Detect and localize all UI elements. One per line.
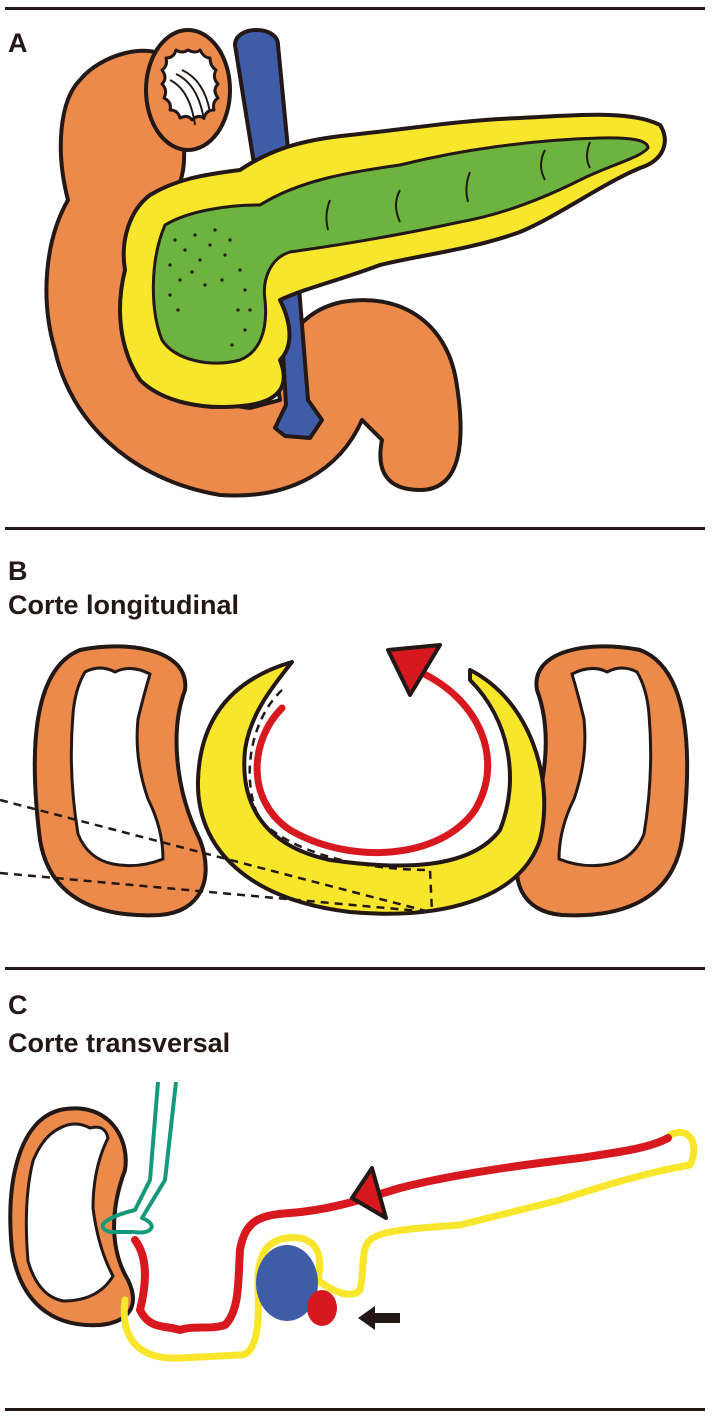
black-arrow	[358, 1306, 400, 1330]
red-arrow-arc	[253, 668, 492, 856]
duodenum-left-lumen	[69, 666, 165, 868]
divider-a-b	[5, 527, 705, 530]
pancreas-outline-transverse	[120, 1128, 698, 1362]
pancreas-longitudinal	[195, 660, 547, 916]
artery-red-path	[131, 1134, 672, 1334]
red-arrowhead-transverse	[350, 1166, 388, 1220]
cut-plane-lines	[0, 689, 434, 914]
divider-top	[5, 7, 705, 10]
pancreatic-duct	[151, 136, 650, 365]
duodenum-transverse-lumen	[24, 1122, 115, 1303]
panel-c-letter: C	[8, 990, 28, 1020]
portal-vein-section	[256, 1245, 318, 1321]
artery-section	[307, 1290, 337, 1326]
bile-duct	[100, 1081, 178, 1235]
stomach-folds	[169, 69, 211, 126]
duodenum-right-lumen	[557, 666, 653, 868]
divider-bottom	[5, 1408, 705, 1411]
panel-b-title: Corte longitudinal	[8, 590, 239, 620]
panel-c-title: Corte transversal	[8, 1028, 231, 1058]
red-arrowhead	[386, 643, 442, 697]
panel-a-letter: A	[8, 28, 28, 58]
panel-b-letter: B	[8, 556, 28, 586]
divider-b-c	[5, 967, 705, 970]
duct-folds	[325, 141, 591, 231]
tumor-dots	[168, 228, 252, 347]
